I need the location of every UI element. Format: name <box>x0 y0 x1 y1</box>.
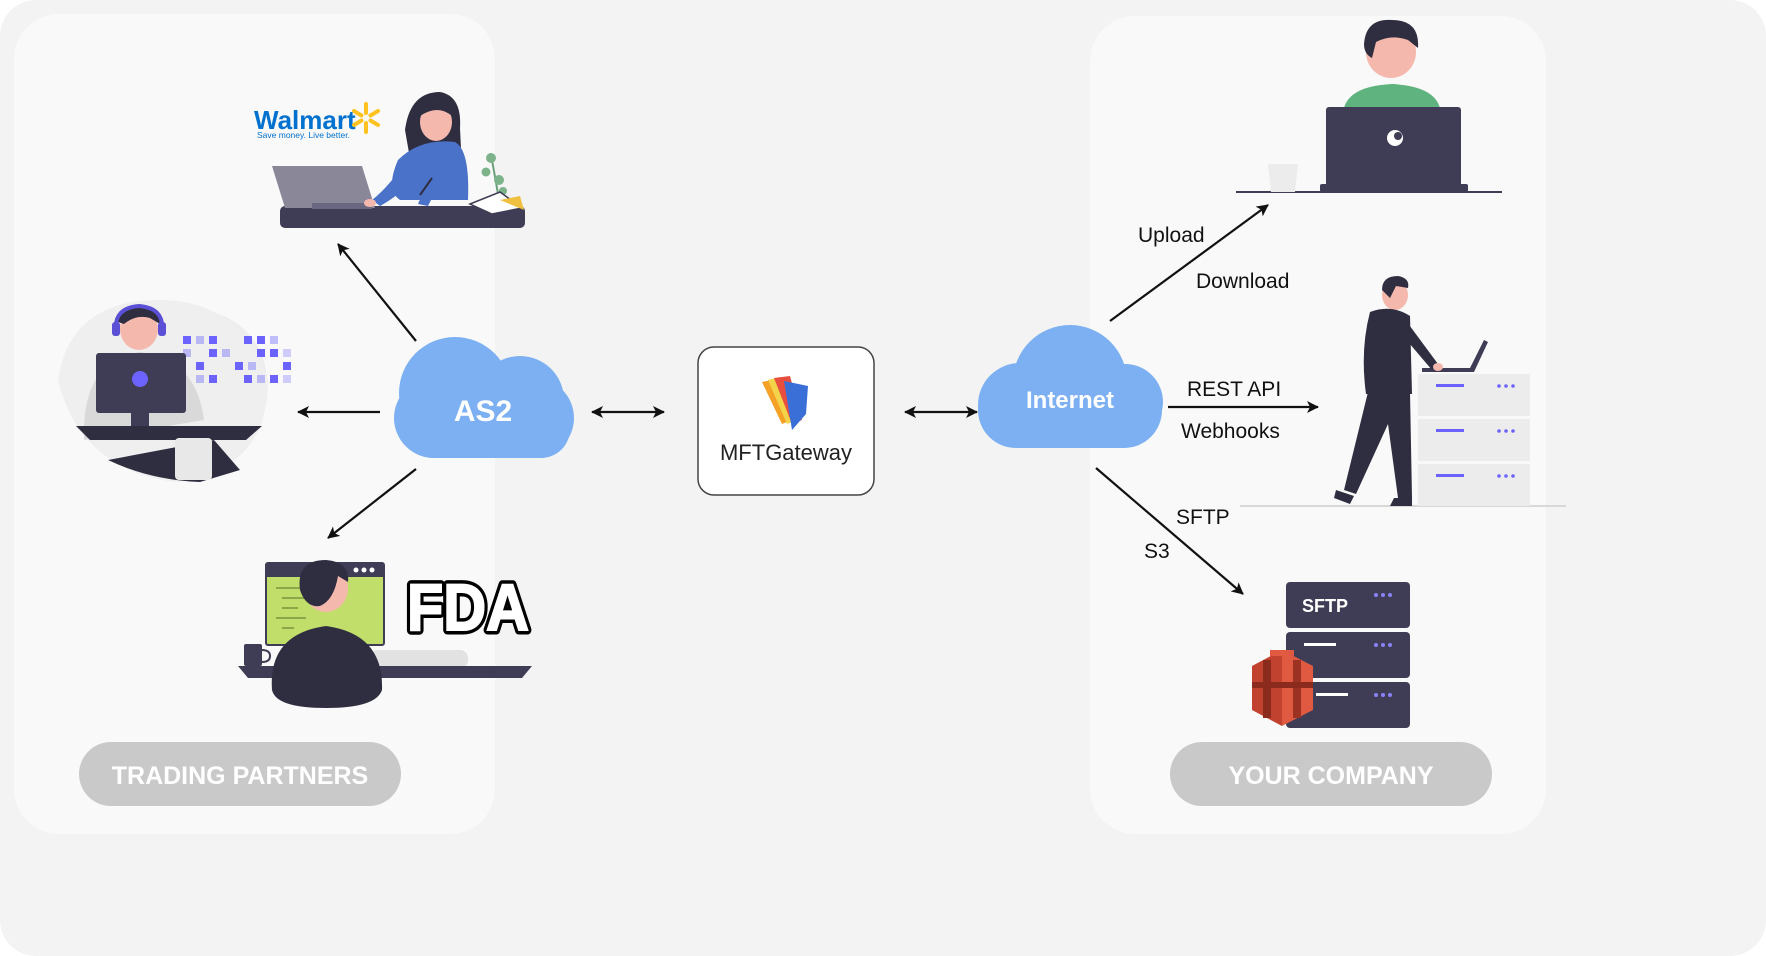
your-company-label-text: YOUR COMPANY <box>1228 762 1433 790</box>
connectors <box>297 204 1319 595</box>
download-label: Download <box>1196 270 1289 293</box>
developer-partner <box>58 300 291 482</box>
walmart-logo-text: Walmart <box>254 105 356 135</box>
svg-text:FDA: FDA <box>407 570 529 644</box>
as2-label: AS2 <box>454 395 512 428</box>
laptop-user-illustration <box>1236 19 1502 193</box>
internet-cloud: Internet <box>978 325 1163 448</box>
webhooks-label: Webhooks <box>1181 420 1280 443</box>
sftp-server-label: SFTP <box>1302 596 1348 616</box>
fda-logo: FDA FDA <box>403 566 534 649</box>
mft-gateway-node: MFTGateway <box>697 346 875 496</box>
your-company-label: YOUR COMPANY <box>1170 742 1492 806</box>
as2-cloud: AS2 <box>394 337 574 458</box>
woman-at-desk-illustration <box>272 92 525 228</box>
developer-illustration <box>58 300 291 482</box>
trading-partners-label: TRADING PARTNERS <box>79 742 401 806</box>
walmart-logo: Walmart Save money. Live better. <box>254 102 380 140</box>
s3-edge-label: S3 <box>1144 540 1170 563</box>
server-rack <box>1418 374 1530 506</box>
internet-label: Internet <box>1026 387 1114 414</box>
trading-partners-label-text: TRADING PARTNERS <box>112 762 368 790</box>
walmart-tagline: Save money. Live better. <box>257 130 350 140</box>
your-company-panel <box>1090 16 1546 834</box>
upload-label: Upload <box>1138 224 1205 247</box>
aws-s3-icon <box>1252 650 1313 726</box>
arrow-as2-to-fda <box>327 468 417 539</box>
fda-partner: FDA FDA <box>238 560 534 708</box>
walmart-spark-icon <box>352 102 380 134</box>
fda-developer-illustration <box>238 560 532 708</box>
sftp-s3-illustration: SFTP <box>1252 582 1410 728</box>
arrow-internet-to-storage <box>1095 467 1244 595</box>
arrow-as2-to-walmart <box>337 243 417 342</box>
svg-text:FDA: FDA <box>407 570 529 644</box>
arrow-internet-to-laptop <box>1109 204 1269 322</box>
walmart-partner: Walmart Save money. Live better. <box>254 92 525 228</box>
sftp-edge-label: SFTP <box>1176 506 1230 529</box>
mft-gateway-logo-icon <box>762 376 808 430</box>
rest-api-label: REST API <box>1187 378 1281 401</box>
api-user-illustration <box>1240 276 1566 507</box>
mft-gateway-label: MFTGateway <box>720 440 852 465</box>
